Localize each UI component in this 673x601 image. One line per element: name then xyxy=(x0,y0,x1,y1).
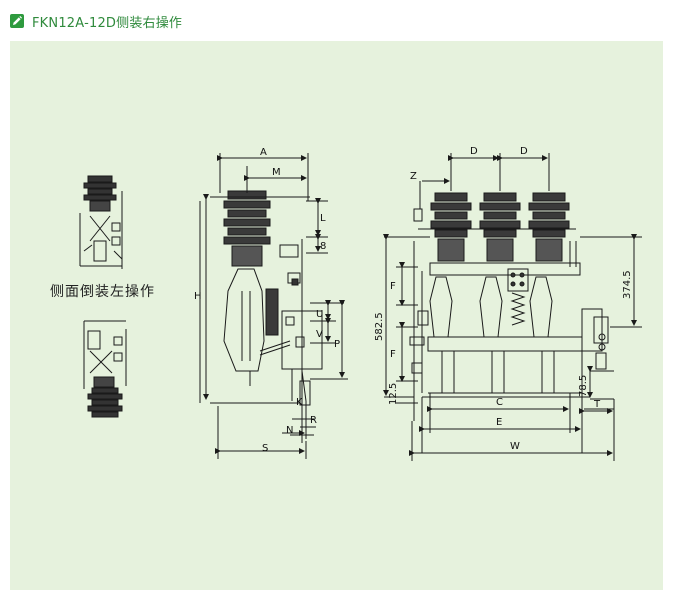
side-view xyxy=(199,153,348,459)
inverted-mount-icon xyxy=(83,320,127,418)
pencil-edit-icon xyxy=(10,14,24,28)
dim-label: M xyxy=(272,167,281,178)
upright-mount-icon xyxy=(79,175,123,269)
dim-label: R xyxy=(310,415,317,426)
dim-label: K xyxy=(296,397,303,408)
side-mount-label: 侧面倒装左操作 xyxy=(50,284,155,300)
front-view-labels: D D Z F F 582.5 12.5 374.5 C E W 78.5 T xyxy=(374,146,633,452)
side-view-labels: A M L 8 H U V P K R N S xyxy=(194,147,340,454)
switchgear-diagram: 侧面倒装左操作 xyxy=(50,146,642,461)
dim-label: A xyxy=(260,147,267,158)
dim-label: T xyxy=(593,399,601,410)
dim-label: D xyxy=(520,146,528,157)
dim-label: 78.5 xyxy=(578,375,589,397)
dim-label: 374.5 xyxy=(622,270,633,299)
dim-label: C xyxy=(496,397,503,408)
dim-label: E xyxy=(496,417,502,428)
insulator-middle xyxy=(479,192,521,262)
dim-label: P xyxy=(334,339,340,350)
dim-label: 8 xyxy=(320,241,326,252)
insulator-right xyxy=(528,192,570,262)
page-title: FKN12A-12D侧装右操作 xyxy=(32,15,183,31)
dim-label: V xyxy=(316,329,323,340)
dim-label: W xyxy=(510,441,520,452)
dim-label: S xyxy=(262,443,268,454)
dim-label: L xyxy=(320,213,326,224)
dim-label: Z xyxy=(410,171,417,182)
dim-label: F xyxy=(390,349,396,360)
dim-label: H xyxy=(194,291,202,302)
diagram-panel: 侧面倒装左操作 xyxy=(10,41,663,590)
dim-label: U xyxy=(316,309,323,320)
dim-label: 582.5 xyxy=(374,312,385,341)
dim-label: N xyxy=(286,425,293,436)
header: FKN12A-12D侧装右操作 xyxy=(10,10,182,32)
front-view xyxy=(383,153,642,461)
dim-label: D xyxy=(470,146,478,157)
dim-label: F xyxy=(390,281,396,292)
insulator-left xyxy=(430,192,472,262)
dim-label: 12.5 xyxy=(388,383,399,405)
